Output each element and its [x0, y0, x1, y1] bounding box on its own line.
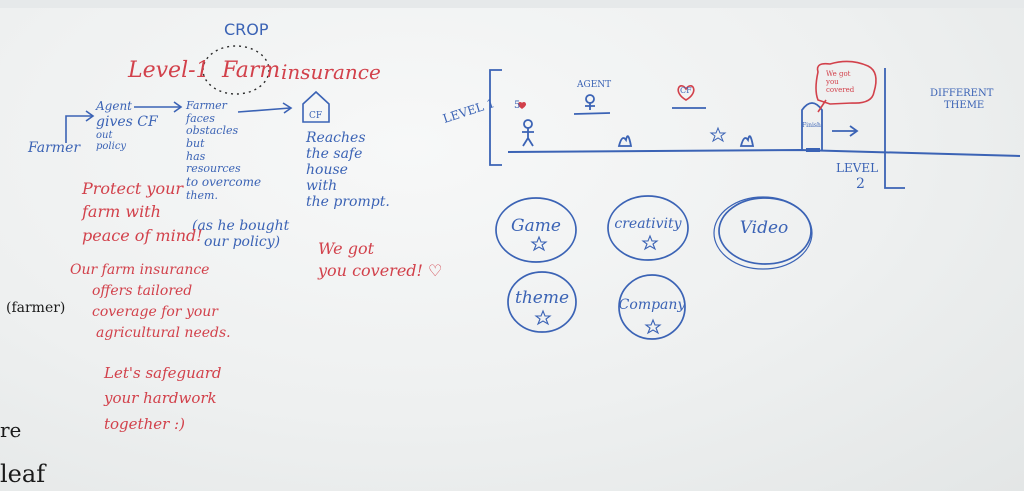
flow-arrows — [65, 101, 293, 143]
theme-line: DIFFERENT — [930, 88, 994, 99]
reaches-line: the prompt. — [306, 194, 390, 211]
policy-note: (as he bought our policy) — [192, 218, 289, 250]
faces-line: faces — [186, 111, 215, 125]
slogan-line: you covered! ♡ — [318, 261, 443, 281]
farmer-paren-text: (farmer) — [6, 300, 66, 316]
game-level-scene — [489, 68, 1021, 189]
reaches-line: the safe — [306, 146, 363, 163]
speech-line: you — [826, 78, 839, 87]
game-red-marks — [518, 60, 877, 113]
agent-line: Agent — [96, 99, 132, 113]
faces-line: to overcome — [186, 174, 262, 189]
bubble-company: Company — [618, 297, 686, 313]
agent-line: out — [96, 129, 113, 141]
faces-line: them. — [186, 188, 218, 202]
level-1-title: Level-1 — [128, 58, 210, 83]
faces-line: but — [186, 136, 205, 150]
agent-game-label: AGENT — [577, 80, 612, 90]
svg-text:CF: CF — [309, 111, 322, 121]
slogan-line: agricultural needs. — [96, 325, 231, 342]
agent-line: gives CF — [96, 113, 158, 130]
reaches-line: Reaches — [306, 130, 366, 146]
bubble-theme: theme — [514, 288, 570, 308]
policy-line: our policy) — [204, 234, 281, 251]
slogan-line: Let's safeguard — [104, 364, 222, 382]
bubble-video: Video — [739, 218, 789, 238]
level-2-line: 2 — [856, 175, 865, 192]
slogan-line: offers tailored — [92, 283, 193, 300]
slogan-line: farm with — [82, 202, 161, 222]
insurance-word: insurance — [281, 60, 381, 84]
level-2-label: LEVEL 2 — [836, 161, 879, 192]
slogan-line: together :) — [104, 414, 185, 433]
farmer-faces-step: Farmer faces obstacles but has resources… — [186, 99, 262, 202]
speech-line: We got — [826, 70, 851, 78]
agent-line: policy — [96, 141, 127, 153]
farm-word: Farm — [222, 58, 281, 83]
reaches-line: house — [306, 162, 348, 179]
heart-cf-label: CF — [680, 86, 692, 95]
faces-line: Farmer — [186, 99, 227, 112]
theme-line: THEME — [944, 99, 985, 111]
slogan-safeguard: Let's safeguard your hardwork together :… — [104, 364, 222, 433]
slogan-offers: Our farm insurance offers tailored cover… — [70, 262, 231, 341]
idea-bubbles — [495, 195, 813, 340]
slogan-protect: Protect your farm with peace of mind! — [82, 179, 203, 245]
bubble-creativity: creativity — [614, 216, 682, 232]
speech-bubble-text: We got you covered — [826, 70, 854, 94]
farm-dotted-circle — [202, 45, 270, 95]
slogan-line: coverage for your — [92, 304, 218, 321]
lives-count: 5 — [514, 100, 521, 111]
slogan-line: your hardwork — [104, 389, 217, 408]
speech-line: covered — [826, 86, 855, 95]
farmer-label: Farmer — [28, 140, 81, 156]
reaches-line: with — [306, 178, 338, 195]
slogan-line: Protect your — [82, 179, 184, 198]
finish-door-label: Finish — [802, 122, 821, 129]
crop-label: CROP — [224, 20, 269, 39]
slogan-covered: We got you covered! ♡ — [318, 239, 443, 281]
leaf-fragment: leaf — [0, 460, 46, 488]
safe-house-icon: CF — [302, 90, 330, 123]
re-fragment: re — [0, 418, 22, 442]
policy-line: (as he bought — [192, 218, 290, 234]
slogan-line: peace of mind! — [82, 225, 203, 245]
reaches-step: Reaches the safe house with the prompt. — [306, 130, 390, 210]
different-theme-label: DIFFERENT THEME — [930, 88, 993, 111]
faces-line: has — [186, 149, 206, 163]
level-2-line: LEVEL — [836, 161, 879, 175]
slogan-line: Our farm insurance — [70, 262, 210, 278]
faces-line: obstacles — [186, 124, 239, 138]
agent-step: Agent gives CF out policy — [96, 99, 158, 153]
bubble-game: Game — [511, 216, 561, 236]
slogan-line: We got — [318, 239, 374, 258]
faces-line: resources — [186, 162, 241, 176]
